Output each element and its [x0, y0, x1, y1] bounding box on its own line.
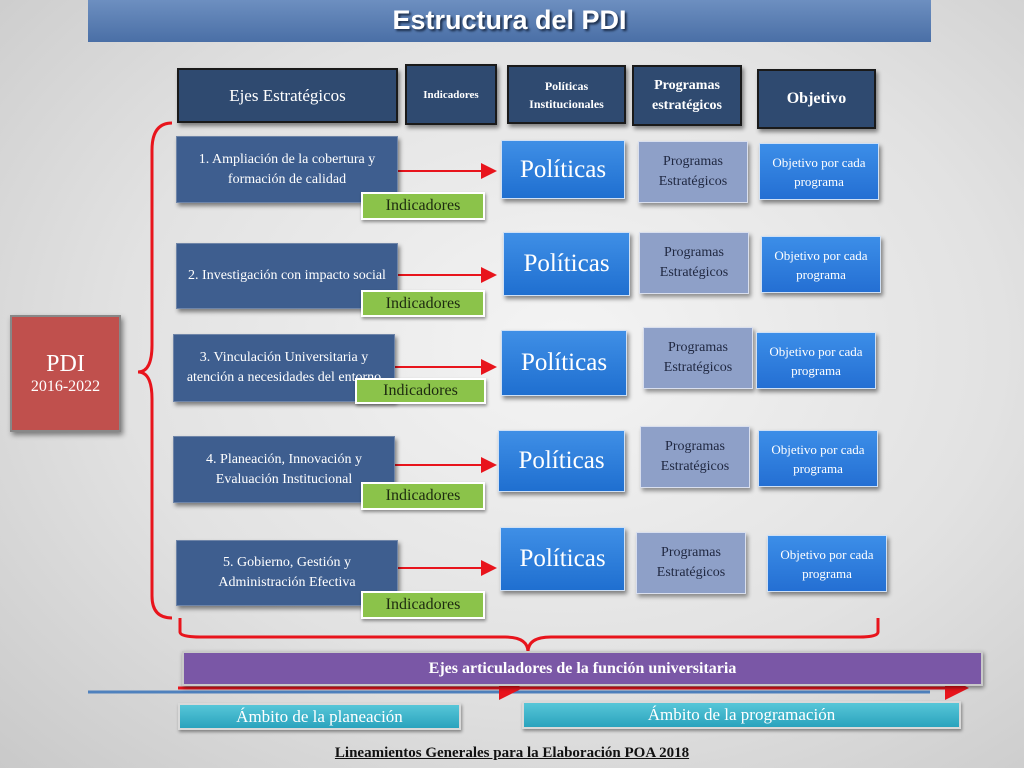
- objective-box-2: Objetivo por cada programa: [761, 236, 881, 293]
- header-indicadores: Indicadores: [405, 64, 497, 125]
- planning-scope-box: Ámbito de la planeación: [178, 703, 461, 730]
- pdi-box: PDI 2016-2022: [10, 315, 121, 432]
- footer-text: Lineamientos Generales para la Elaboraci…: [0, 745, 1024, 762]
- objective-box-5: Objetivo por cada programa: [767, 535, 887, 592]
- pdi-years: 2016-2022: [30, 378, 101, 395]
- indicator-tag-1: Indicadores: [361, 192, 485, 220]
- indicator-tag-3: Indicadores: [355, 378, 486, 404]
- program-box-4: Programas Estratégicos: [640, 426, 750, 488]
- footer-label: Lineamientos Generales para la Elaboraci…: [334, 745, 690, 761]
- left-brace: [137, 121, 173, 620]
- policy-box-4: Políticas: [498, 430, 625, 492]
- objective-box-4: Objetivo por cada programa: [758, 430, 878, 487]
- program-box-5: Programas Estratégicos: [636, 532, 746, 594]
- policy-box-5: Políticas: [500, 527, 625, 591]
- program-box-2: Programas Estratégicos: [639, 232, 749, 294]
- program-box-3: Programas Estratégicos: [643, 327, 753, 389]
- indicator-tag-2: Indicadores: [361, 290, 485, 317]
- pdi-label: PDI: [46, 351, 85, 377]
- header-politicas-institucionales: Políticas Institucionales: [507, 65, 626, 124]
- articulators-bar: Ejes articuladores de la función univers…: [182, 651, 983, 686]
- header-objetivo: Objetivo: [757, 69, 876, 129]
- page-title: Estructura del PDI: [88, 0, 931, 42]
- policy-box-1: Políticas: [501, 140, 625, 199]
- objective-box-1: Objetivo por cada programa: [759, 143, 879, 200]
- axis-box-4: 4. Planeación, Innovación y Evaluación I…: [173, 436, 395, 503]
- indicator-tag-4: Indicadores: [361, 482, 485, 510]
- axis-box-1: 1. Ampliación de la cobertura y formació…: [176, 136, 398, 203]
- header-programas-estrategicos: Programas estratégicos: [632, 65, 742, 126]
- bottom-brace: [178, 618, 880, 653]
- header-ejes-estrategicos: Ejes Estratégicos: [177, 68, 398, 123]
- indicator-tag-5: Indicadores: [361, 591, 485, 619]
- policy-box-2: Políticas: [503, 232, 630, 296]
- program-box-1: Programas Estratégicos: [638, 141, 748, 203]
- objective-box-3: Objetivo por cada programa: [756, 332, 876, 389]
- programming-scope-box: Ámbito de la programación: [522, 701, 961, 729]
- policy-box-3: Políticas: [501, 330, 627, 396]
